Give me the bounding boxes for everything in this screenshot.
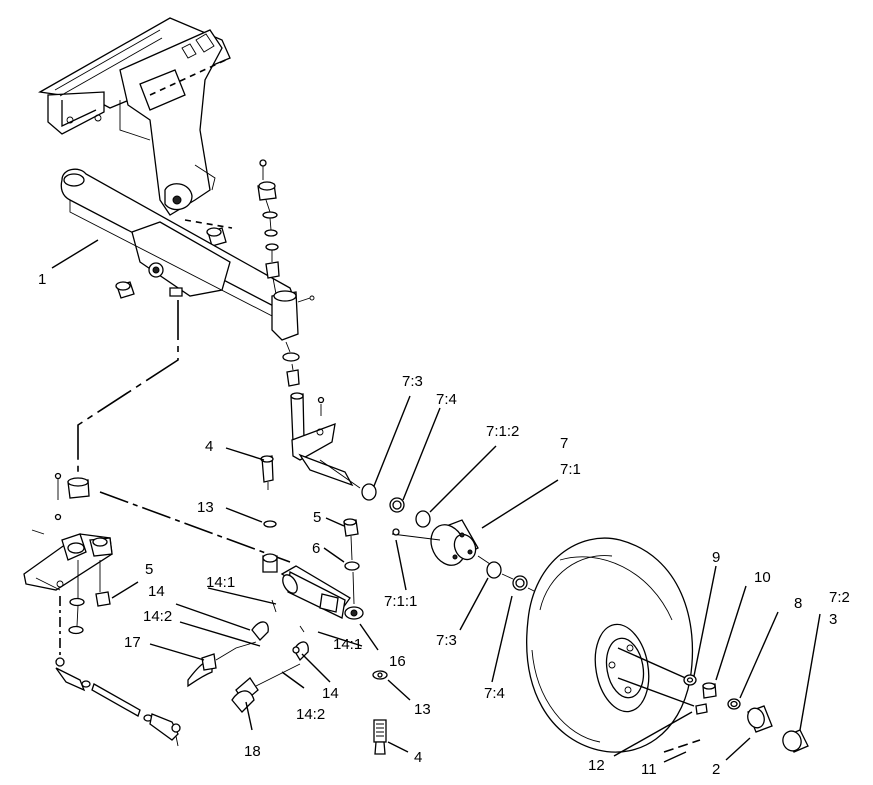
kingpin-hardware-stack [257, 159, 280, 295]
callout-7-2: 7:2 [829, 589, 850, 606]
callout-7-1-2: 7:1:2 [486, 423, 519, 440]
callout-6: 6 [312, 540, 320, 557]
callout-4-upper: 4 [205, 438, 213, 455]
steering-cylinder [260, 455, 364, 633]
bushing [206, 227, 227, 247]
steering-spindle [282, 341, 354, 487]
callout-14-1-upper: 14:1 [206, 574, 235, 591]
callout-3: 3 [829, 611, 837, 628]
callout-1: 1 [38, 271, 46, 288]
callout-7: 7 [560, 435, 568, 452]
callout-16: 16 [389, 653, 406, 670]
callout-5-right: 5 [313, 509, 321, 526]
bushing [115, 281, 135, 299]
pivot-plate [23, 472, 291, 660]
callout-5-left: 5 [145, 561, 153, 578]
front-axle [60, 168, 315, 341]
callout-7-1-1: 7:1:1 [384, 593, 417, 610]
callout-14-2-upper: 14:2 [143, 608, 172, 625]
callout-labels: 1 4 13 5 6 5 14 14:1 14:2 17 14:1 16 14 … [38, 271, 850, 778]
bolt [372, 670, 388, 755]
tie-rod [55, 657, 181, 747]
callout-14-1-lower: 14:1 [333, 636, 362, 653]
nut [343, 518, 360, 605]
callout-10: 10 [754, 569, 771, 586]
wheel-hub [319, 459, 541, 595]
hydraulic-fitting [187, 621, 269, 688]
assembly-line [77, 300, 179, 475]
callout-14-upper: 14 [148, 583, 165, 600]
callout-13-upper: 13 [197, 499, 214, 516]
callout-7-3-lower: 7:3 [436, 632, 457, 649]
callout-11: 11 [641, 761, 657, 778]
callout-7-4-lower: 7:4 [484, 685, 505, 702]
frame-bracket [38, 17, 233, 229]
callout-2: 2 [712, 761, 720, 778]
callout-7-4-upper: 7:4 [436, 391, 457, 408]
callout-4-lower: 4 [414, 749, 422, 766]
callout-7-3-upper: 7:3 [402, 373, 423, 390]
hydraulic-fitting [231, 641, 309, 713]
callout-14-2-lower: 14:2 [296, 706, 325, 723]
callout-12: 12 [588, 757, 605, 774]
axle-end-hardware [663, 674, 809, 753]
callout-13-lower: 13 [414, 701, 431, 718]
leader-lines [51, 239, 821, 763]
callout-7-1: 7:1 [560, 461, 581, 478]
callout-9: 9 [712, 549, 720, 566]
wheel-tire [526, 537, 695, 753]
callout-14-lower: 14 [322, 685, 339, 702]
callout-8: 8 [794, 595, 802, 612]
callout-18: 18 [244, 743, 261, 760]
callout-17: 17 [124, 634, 141, 651]
